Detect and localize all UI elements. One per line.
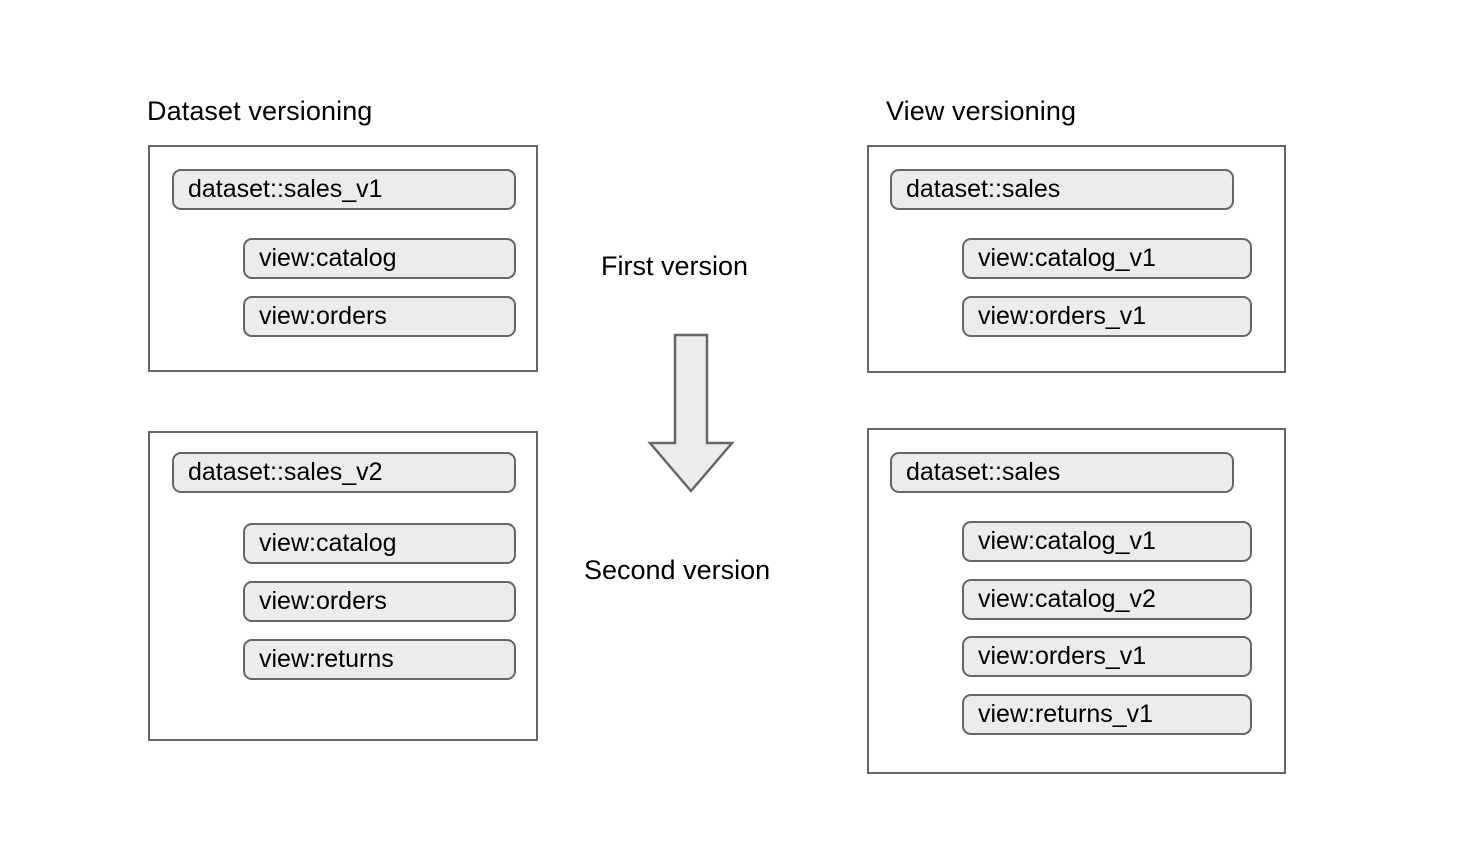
view-pill[interactable]: view:orders bbox=[243, 581, 516, 622]
dataset-pill[interactable]: dataset::sales bbox=[890, 169, 1234, 210]
column-title-view-versioning: View versioning bbox=[886, 96, 1077, 126]
arrow-down-icon bbox=[647, 333, 735, 493]
second-version-label: Second version bbox=[584, 555, 771, 585]
view-pill[interactable]: view:returns bbox=[243, 639, 516, 680]
view-pill[interactable]: view:catalog_v2 bbox=[962, 579, 1252, 620]
column-title-dataset-versioning: Dataset versioning bbox=[147, 96, 373, 126]
view-pill[interactable]: view:orders_v1 bbox=[962, 636, 1252, 677]
view-pill[interactable]: view:catalog bbox=[243, 523, 516, 564]
dataset-pill[interactable]: dataset::sales_v1 bbox=[172, 169, 516, 210]
group-box-view-versioning-second: dataset::sales view:catalog_v1 view:cata… bbox=[867, 428, 1286, 774]
dataset-pill[interactable]: dataset::sales_v2 bbox=[172, 452, 516, 493]
view-pill[interactable]: view:orders_v1 bbox=[962, 296, 1252, 337]
view-pill[interactable]: view:catalog_v1 bbox=[962, 238, 1252, 279]
view-pill[interactable]: view:catalog bbox=[243, 238, 516, 279]
view-pill[interactable]: view:returns_v1 bbox=[962, 694, 1252, 735]
group-box-dataset-versioning-second: dataset::sales_v2 view:catalog view:orde… bbox=[148, 431, 538, 741]
group-box-dataset-versioning-first: dataset::sales_v1 view:catalog view:orde… bbox=[148, 145, 538, 372]
view-pill[interactable]: view:catalog_v1 bbox=[962, 521, 1252, 562]
first-version-label: First version bbox=[601, 251, 749, 281]
group-box-view-versioning-first: dataset::sales view:catalog_v1 view:orde… bbox=[867, 145, 1286, 373]
view-pill[interactable]: view:orders bbox=[243, 296, 516, 337]
dataset-pill[interactable]: dataset::sales bbox=[890, 452, 1234, 493]
